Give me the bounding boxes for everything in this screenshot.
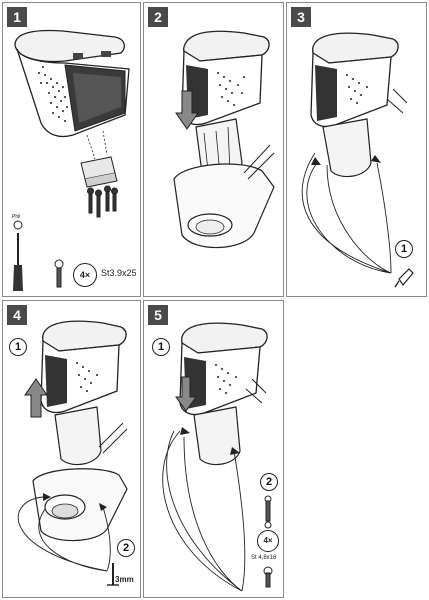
screw-with-washer-icon — [264, 495, 272, 529]
screw-spec: St 4,8x16 — [251, 555, 277, 561]
quantity-badge: 4× — [73, 263, 97, 287]
empty-panel — [286, 300, 427, 598]
console-base — [173, 163, 275, 249]
step-2-illustration — [173, 30, 275, 249]
mounting-arc-lines — [301, 152, 392, 274]
mounting-arc-lines — [17, 496, 111, 572]
sub-step-badge-1: 1 — [9, 338, 27, 356]
drill-bit-icon — [107, 563, 119, 586]
step-number-badge: 5 — [148, 305, 168, 325]
sub-step-badge-2: 2 — [260, 473, 278, 491]
step-1-panel: 1 Phil 4× St3.9x25 — [2, 2, 141, 297]
step-number-badge: 4 — [7, 305, 27, 325]
step-1-illustration — [13, 29, 130, 291]
step-number-badge: 2 — [148, 7, 168, 27]
down-arrow — [175, 90, 199, 130]
screw-icon — [263, 566, 273, 588]
step-3-illustration — [301, 32, 414, 288]
up-arrow — [24, 378, 48, 418]
step-number-badge: 1 — [7, 7, 27, 27]
step-4-panel: 4 1 2 3mm — [2, 300, 141, 598]
perforation-pattern — [38, 66, 68, 122]
step-5-illustration — [162, 322, 273, 592]
quantity-badge: 4× — [257, 530, 279, 552]
step-5-panel: 5 1 2 4× St 4,8x16 — [143, 300, 284, 598]
pedestal — [54, 406, 102, 466]
sub-step-badge-2: 2 — [117, 539, 135, 557]
step-4-illustration — [17, 320, 128, 586]
step-number-badge: 3 — [291, 7, 311, 27]
screwdriver-icon — [13, 220, 23, 291]
mounting-arc-lines — [162, 430, 246, 592]
step-2-panel: 2 — [143, 2, 284, 297]
screw-icon — [54, 259, 64, 288]
pedestal — [193, 406, 241, 466]
drill-icon — [394, 268, 414, 288]
screwdriver-label: Phil — [12, 214, 21, 220]
sub-step-badge-1: 1 — [152, 338, 170, 356]
sub-step-badge: 1 — [395, 240, 413, 258]
screw-spec: St3.9x25 — [101, 268, 137, 278]
step-3-panel: 3 1 — [286, 2, 427, 297]
drill-size-label: 3mm — [115, 575, 134, 584]
mounting-screws — [87, 185, 118, 218]
pedestal — [322, 118, 372, 178]
